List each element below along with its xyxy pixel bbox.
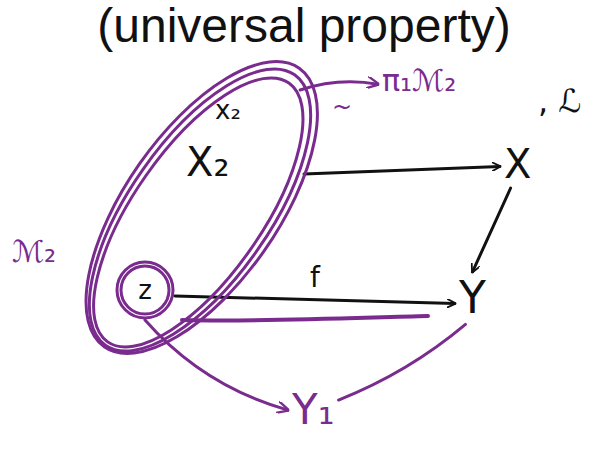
edge-label: f	[307, 263, 323, 294]
object-label: X	[500, 140, 535, 188]
node-text: π₁ℳ₂	[382, 64, 456, 97]
point-circle: z	[115, 260, 175, 320]
double-stroke	[182, 316, 428, 321]
arrow-connector	[339, 324, 466, 400]
math-label: x₂	[215, 96, 241, 125]
node-text: Y₁	[292, 387, 335, 433]
math-label: X₂	[186, 140, 229, 184]
node-text: z	[138, 276, 152, 305]
node-text: Y	[459, 274, 486, 322]
ellipse-stroke	[42, 25, 362, 391]
arrow-connector	[472, 188, 510, 272]
circle-stroke	[121, 266, 169, 314]
object-label: Y₁	[288, 385, 339, 435]
circle-stroke	[117, 262, 173, 318]
arrow-connector	[304, 166, 500, 174]
node-text: X	[504, 142, 531, 186]
object-label: Y	[455, 272, 490, 324]
title-text: (universal property)	[20, 0, 588, 53]
math-label: ~	[332, 94, 352, 120]
node-text: ℳ₂	[12, 235, 56, 268]
ellipse-outline	[70, 60, 330, 360]
object-label: π₁ℳ₂	[378, 62, 460, 99]
set-ellipse: ℳ₂z	[70, 60, 330, 360]
ellipse-stroke	[55, 46, 341, 378]
math-label: , ℒ	[538, 84, 581, 119]
